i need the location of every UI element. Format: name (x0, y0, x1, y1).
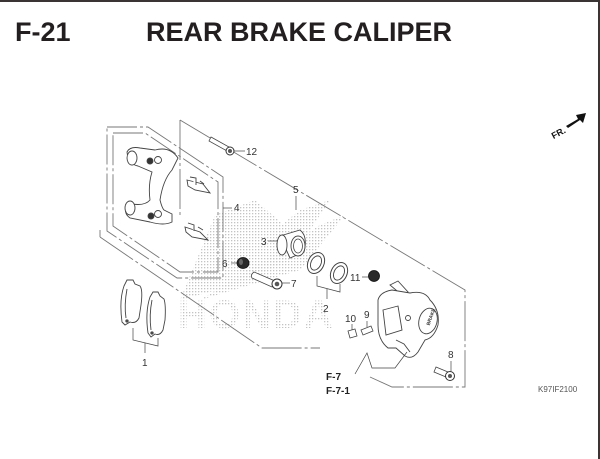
arrow-up-right-icon (566, 113, 586, 128)
caliper-group-outline (99, 119, 466, 388)
caliper-body: BRAKE (377, 280, 439, 358)
callout-12: 12 (246, 147, 258, 158)
callout-4: 4 (234, 203, 240, 214)
part-10-9-bleeder: 10 9 (345, 310, 374, 339)
part-11-boot: 11 (350, 270, 380, 284)
part-2-seals (306, 251, 349, 299)
callout-7: 7 (291, 279, 297, 290)
part-7-slide-pin: 7 (250, 271, 297, 290)
callout-11: 11 (350, 273, 361, 284)
callout-10: 10 (345, 314, 357, 325)
callout-2: 2 (323, 304, 329, 315)
callout-5: 5 (293, 185, 299, 196)
reference-f7[interactable]: F-7 (326, 372, 341, 383)
honda-watermark: HONDA (178, 200, 345, 337)
callout-6: 6 (222, 259, 228, 270)
part-3-piston: 3 (261, 229, 306, 259)
section-code: F-21 (15, 17, 71, 47)
page-title: REAR BRAKE CALIPER (146, 17, 453, 47)
bracket-group-outline (106, 126, 224, 279)
callout-3: 3 (261, 237, 267, 248)
diagram-code: K97IF2100 (538, 385, 578, 394)
front-direction-indicator: FR. (550, 113, 586, 141)
part-4-caliper-bracket (124, 147, 232, 241)
callout-9: 9 (364, 310, 370, 321)
watermark-text: HONDA (178, 293, 335, 337)
fr-label: FR. (550, 125, 567, 141)
callout-8: 8 (448, 350, 454, 361)
reference-f7-1[interactable]: F-7-1 (326, 386, 350, 397)
part-8-mounting-bolt: 8 (433, 350, 455, 381)
reference-leader (354, 351, 408, 375)
callout-1: 1 (142, 358, 148, 369)
svg-text:BRAKE: BRAKE (426, 307, 438, 326)
part-6-pin-boot: 6 (222, 257, 250, 270)
part-1-brake-pads (120, 279, 166, 353)
part-12-bracket-bolt: 12 (208, 136, 258, 158)
